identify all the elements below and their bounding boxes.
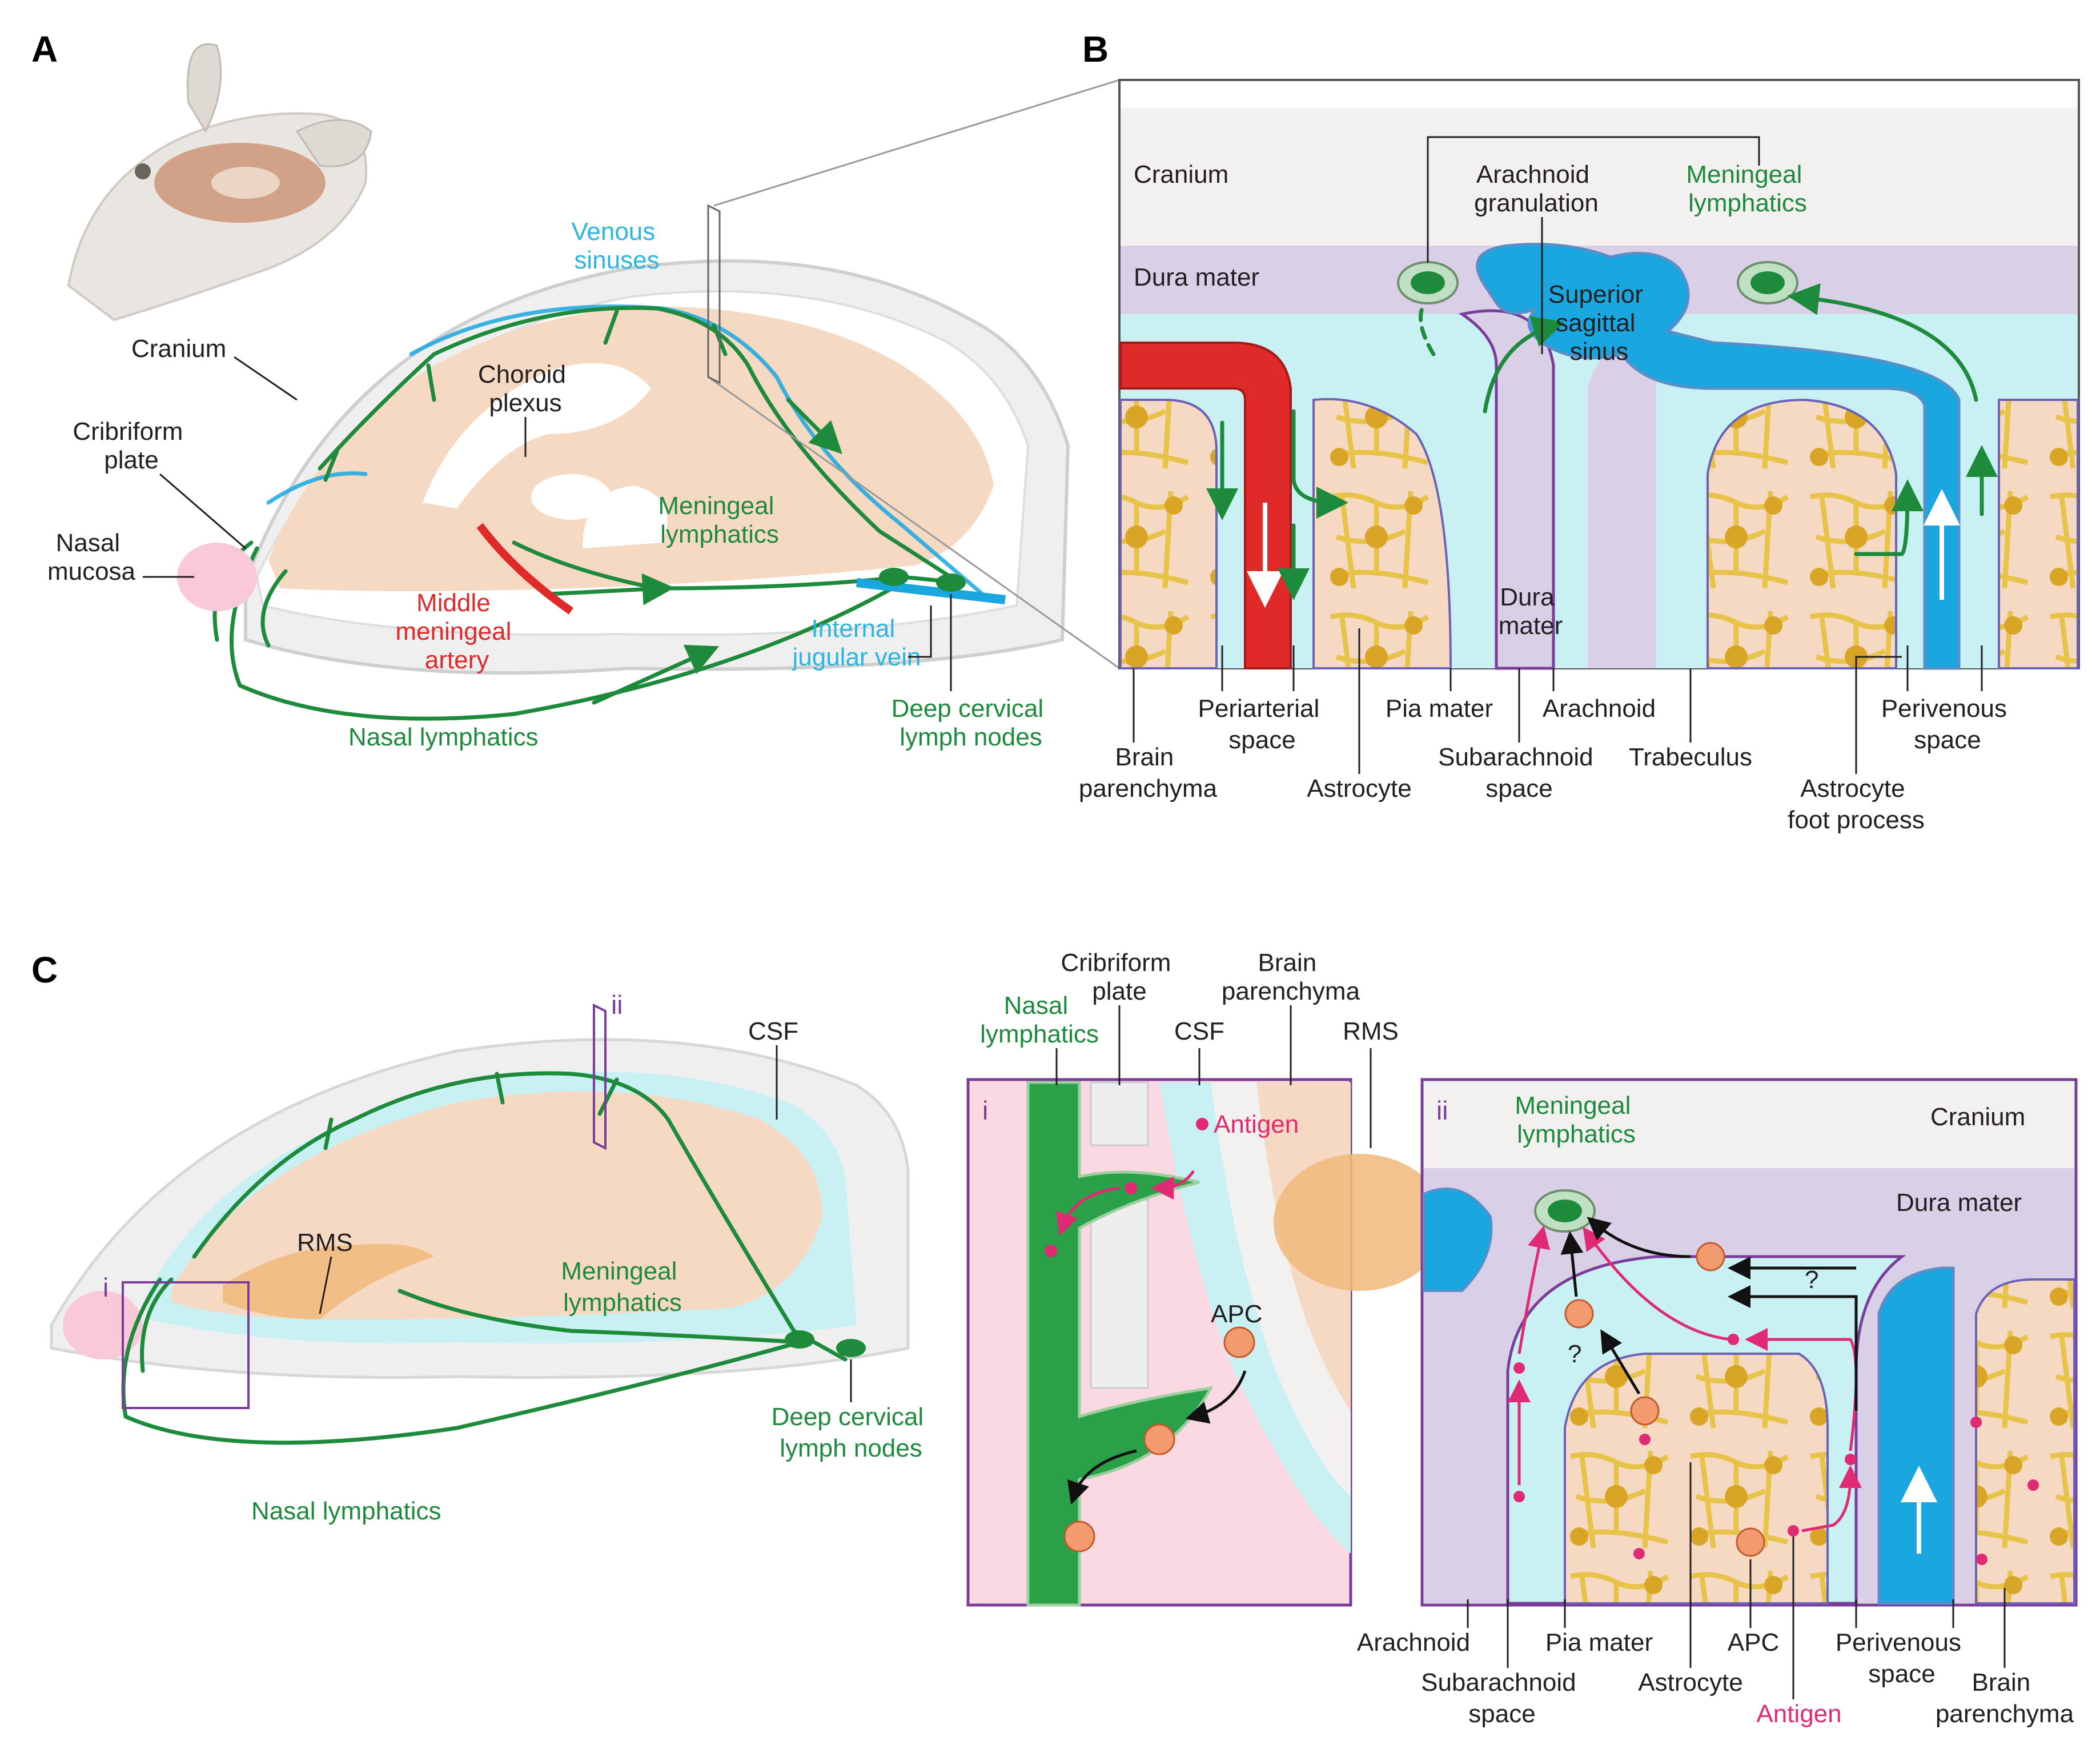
- label-nasal-lymphatics-a: Nasal lymphatics: [348, 723, 539, 751]
- label-dura-mater-b: Dura mater: [1134, 263, 1259, 291]
- label-pia-mater-ii: Pia mater: [1545, 1628, 1653, 1656]
- vein-ii: [1877, 1266, 1955, 1605]
- nasal-lymphatic-vessel: [229, 546, 905, 721]
- inset-ii: ? ? ii Meningeal lymphatics Cranium Dura…: [1420, 1078, 2078, 1607]
- lymph-node-1: [879, 568, 909, 586]
- label-cranium-a: Cranium: [131, 335, 226, 363]
- label-apc-i: APC: [1211, 1300, 1262, 1328]
- label-internal-jugular-vein: Internal jugular vein: [791, 615, 921, 671]
- label-meningeal-lymphatics-c: Meningeal lymphatics: [561, 1257, 684, 1317]
- apc-cell-i-2: [1143, 1423, 1175, 1455]
- question-mark-2: ?: [1568, 1340, 1581, 1368]
- label-csf-c: CSF: [748, 1017, 798, 1045]
- label-pia-mater-b: Pia mater: [1386, 695, 1493, 723]
- inset-ii-label: ii: [1436, 1096, 1448, 1125]
- cranium-layer: [1121, 109, 2078, 246]
- label-rms-c: RMS: [297, 1229, 353, 1257]
- label-astrocyte-ii: Astrocyte: [1638, 1668, 1742, 1696]
- label-nasal-lymphatics-i: Nasal lymphatics: [980, 992, 1099, 1048]
- label-nasal-mucosa: Nasal mucosa: [47, 529, 136, 585]
- brain-block-4: [1998, 399, 2079, 669]
- label-superior-sagittal-sinus: Superior sagittal sinus: [1548, 280, 1651, 366]
- label-perivenous-space-ii: Perivenous space: [1836, 1628, 1968, 1688]
- antigen-dot-i: [1196, 1118, 1208, 1130]
- rms-region: [223, 1243, 434, 1319]
- label-arachnoid-granulation: Arachnoid granulation: [1474, 161, 1599, 217]
- meningeal-lymphatic-vessel-a: [318, 306, 962, 585]
- brain-panel-a: [268, 307, 994, 591]
- panel-c-label: C: [31, 949, 58, 990]
- venous-sinus-vessel: [266, 304, 985, 596]
- label-arachnoid-b: Arachnoid: [1543, 695, 1656, 723]
- inset-ii-marker-label: ii: [611, 990, 623, 1020]
- brain-block-3: [1706, 398, 1897, 669]
- label-apc-ii: APC: [1728, 1628, 1779, 1656]
- label-choroid-plexus: Choroid plexus: [478, 360, 573, 417]
- label-astrocyte-foot-process: Astrocyte foot process: [1788, 775, 1925, 834]
- panel-a: A: [31, 29, 1120, 751]
- label-deep-cervical-lymph-nodes-a: Deep cervical lymph nodes: [892, 695, 1051, 751]
- label-meningeal-lymphatics-ii: Meningeal lymphatics: [1515, 1092, 1637, 1148]
- label-astrocyte-b: Astrocyte: [1307, 775, 1411, 803]
- apc-cell-i-1: [1223, 1326, 1255, 1358]
- label-perivenous-space-b: Perivenous space: [1881, 695, 2014, 754]
- label-dura-mater-inner: Dura mater: [1499, 583, 1563, 640]
- label-nasal-lymphatics-c: Nasal lymphatics: [251, 1497, 441, 1525]
- label-dura-mater-ii: Dura mater: [1896, 1189, 2022, 1217]
- brain-block-1: [1119, 399, 1218, 669]
- label-brain-parenchyma-ii: Brain parenchyma: [1936, 1668, 2074, 1728]
- meningeal-lymphatic-vessel-c: [192, 1071, 848, 1362]
- panel-b-label: B: [1082, 29, 1109, 70]
- mouse-head-illustration: [67, 43, 372, 322]
- label-meningeal-lymphatics-b: Meningeal lymphatics: [1686, 161, 1809, 217]
- panel-c: C i ii CSF RMS Meningeal lymphatics Deep…: [31, 949, 2078, 1728]
- basal-lymphatic-a: [512, 540, 962, 591]
- inset-i-marker: [122, 1281, 250, 1409]
- label-middle-meningeal-artery: Middle meningeal artery: [395, 589, 518, 674]
- label-brain-parenchyma-b: Brain parenchyma: [1079, 743, 1218, 803]
- label-antigen-ii: Antigen: [1756, 1700, 1841, 1728]
- label-arachnoid-ii: Arachnoid: [1357, 1628, 1470, 1656]
- apc-cell-i-3: [1063, 1521, 1095, 1553]
- label-subarachnoid-space-ii: Subarachnoid space: [1421, 1668, 1583, 1728]
- panel-b: B Cranium: [1079, 29, 2080, 834]
- lymph-node-c-1: [785, 1330, 814, 1349]
- label-antigen-i: Antigen: [1214, 1110, 1299, 1138]
- apc-cell-ii-2: [1564, 1299, 1594, 1329]
- label-csf-i: CSF: [1174, 1017, 1224, 1045]
- label-deep-cervical-lymph-nodes-c: Deep cervical lymph nodes: [772, 1403, 931, 1462]
- inset-i-marker-label: i: [103, 1273, 109, 1302]
- label-cribriform-plate-a: Cribriform plate: [73, 418, 190, 474]
- internal-jugular-vein-vessel: [856, 578, 1006, 604]
- label-cribriform-plate-i: Cribriform plate: [1061, 949, 1178, 1005]
- rms-region-i: [1274, 1154, 1445, 1291]
- brain-block-ii-2: [1975, 1278, 2075, 1604]
- label-periarterial-space: Periarterial space: [1198, 695, 1327, 754]
- label-brain-parenchyma-i: Brain parenchyma: [1222, 949, 1360, 1005]
- panel-a-label: A: [31, 29, 58, 70]
- lymph-node-c-2: [836, 1339, 866, 1357]
- label-rms-i: RMS: [1343, 1017, 1399, 1045]
- middle-meningeal-artery-vessel: [476, 523, 574, 615]
- apc-cell-ii-4: [1736, 1527, 1765, 1557]
- apc-cell-ii-1: [1696, 1242, 1725, 1271]
- inset-i-label: i: [982, 1096, 988, 1125]
- lymphatic-branches-a: [323, 309, 728, 482]
- label-meningeal-lymphatics-a: Meningeal lymphatics: [658, 492, 781, 548]
- inset-ii-marker: [593, 1003, 607, 1150]
- label-trabeculus: Trabeculus: [1629, 743, 1752, 771]
- apc-cell-ii-3: [1630, 1396, 1660, 1426]
- brain-block-ii-1: [1564, 1353, 1829, 1604]
- nasal-mucosa-tissue: [177, 543, 257, 611]
- inset-i: i Antigen APC: [966, 1078, 1445, 1607]
- lymph-node-2: [936, 573, 966, 592]
- label-venous-sinuses: Venous sinuses: [571, 218, 662, 274]
- question-mark-1: ?: [1805, 1266, 1818, 1294]
- label-cranium-ii: Cranium: [1930, 1103, 2025, 1131]
- brain-block-2: [1312, 398, 1452, 669]
- nasal-lymphatic-vessel-c: [121, 1277, 802, 1445]
- label-cranium-b: Cranium: [1134, 161, 1228, 188]
- label-subarachnoid-space-b: Subarachnoid space: [1438, 743, 1600, 803]
